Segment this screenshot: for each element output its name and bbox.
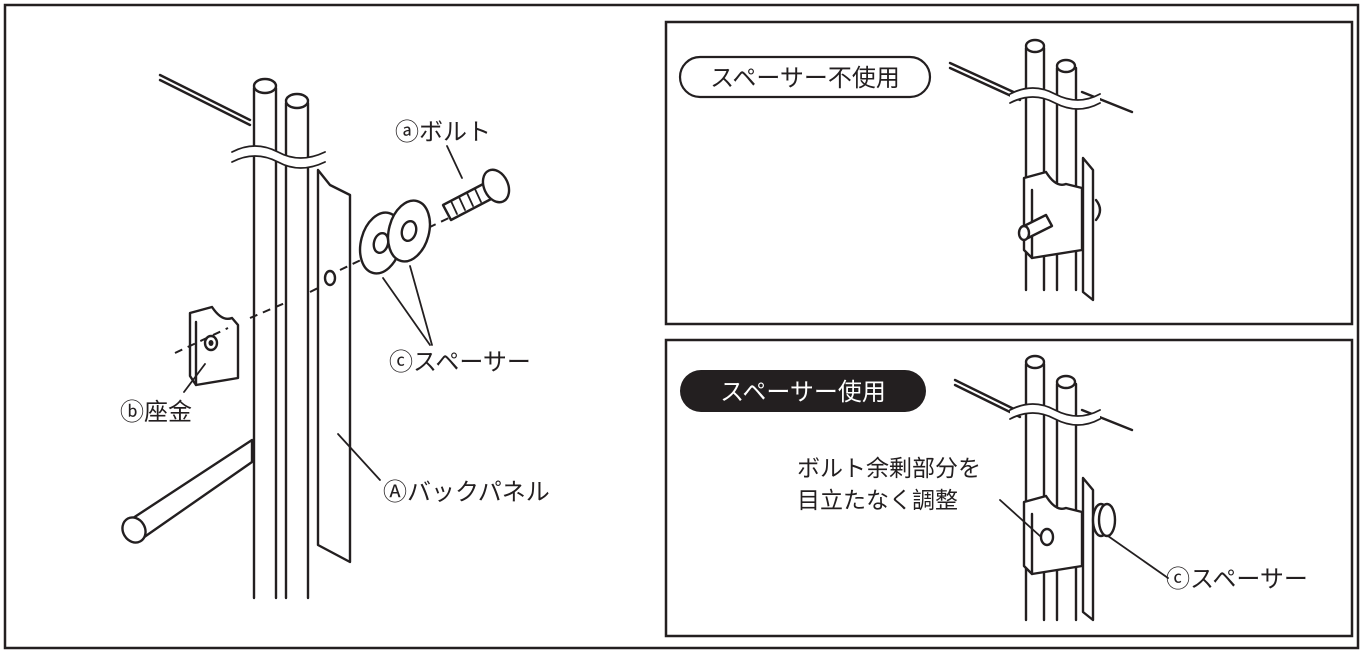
- post-right: [284, 92, 310, 600]
- label-spacer-used: ⓒスペーサー: [1166, 565, 1308, 593]
- leader-washer: [183, 363, 206, 393]
- label-washer: ⓑ座金: [120, 398, 192, 426]
- note-line-2: 目立たなく調整: [797, 488, 958, 514]
- bolt: [441, 168, 511, 222]
- main-assembly-illustration: ⓐボルト ⓒスペーサー ⓑ座金 Ⓐバックパネル: [120, 73, 550, 600]
- panel-hole: [323, 269, 337, 287]
- title-with-spacer: スペーサー使用: [720, 378, 886, 406]
- panel-without-spacer: スペーサー不使用: [664, 20, 1354, 326]
- label-spacer: ⓒスペーサー: [389, 348, 531, 376]
- label-back-panel: Ⓐバックパネル: [383, 478, 550, 506]
- title-without-spacer: スペーサー不使用: [710, 64, 900, 92]
- alignment-line: [174, 327, 229, 354]
- leader-spacer-label: [1107, 535, 1169, 579]
- leader-spacer-1: [382, 277, 431, 346]
- note-line-1: ボルト余剰部分を: [797, 456, 981, 482]
- back-panel-plate: [316, 168, 352, 564]
- leader-note: [999, 499, 1041, 537]
- label-bolt: ⓐボルト: [395, 118, 491, 146]
- panel-with-spacer: スペーサー使用 ボルト余剰部分を 目立たなく調整 ⓒスペーサー: [664, 338, 1354, 638]
- post-left: [252, 77, 278, 600]
- break-mark: [232, 146, 325, 168]
- horizontal-rod: [121, 438, 254, 544]
- leader-panel: [337, 433, 381, 481]
- leader-bolt: [446, 145, 463, 179]
- spacer-back: [386, 199, 432, 263]
- leader-spacer-2: [409, 265, 433, 346]
- title-badge-with-spacer: [680, 370, 926, 412]
- title-badge-without-spacer: [678, 55, 932, 99]
